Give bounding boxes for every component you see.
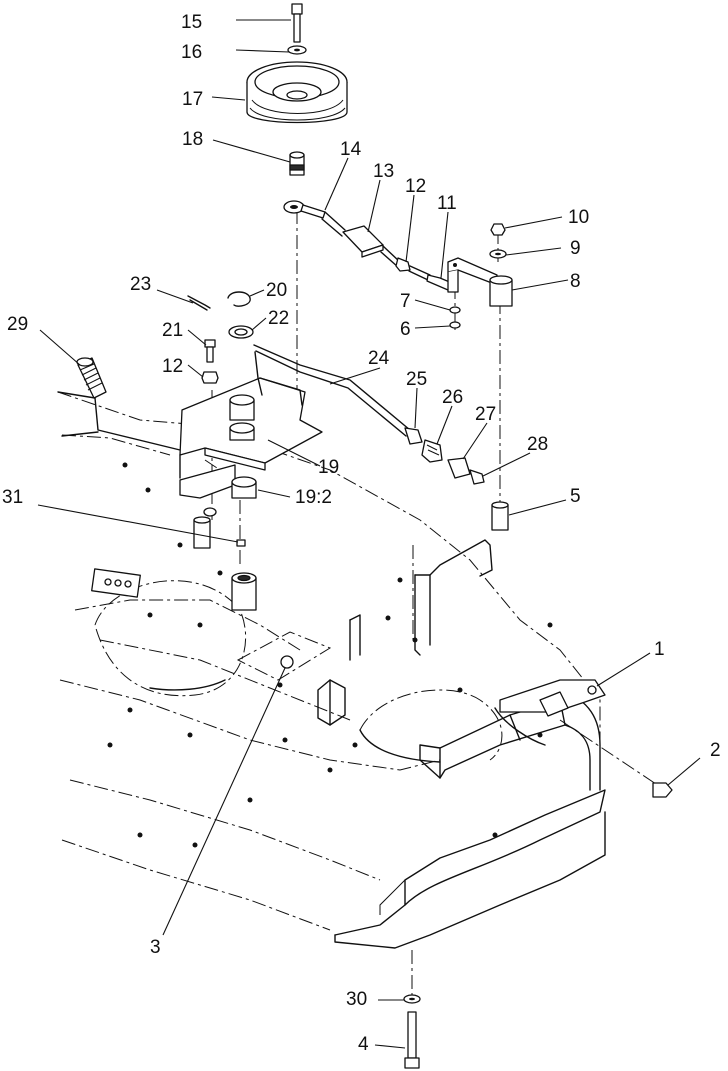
callout-12-upper: 12	[405, 176, 426, 197]
bottom-hardware	[280, 655, 421, 1069]
callout-28: 28	[527, 434, 548, 455]
callout-5: 5	[570, 486, 581, 507]
idler-arm	[447, 223, 513, 329]
callout-17: 17	[182, 89, 203, 110]
link-rod	[253, 344, 485, 485]
callout-6: 6	[400, 319, 411, 340]
callout-20: 20	[266, 280, 287, 301]
front-hardware	[491, 501, 673, 798]
callout-31: 31	[2, 487, 23, 508]
bracket-assembly	[57, 291, 323, 611]
callout-29: 29	[7, 314, 28, 335]
callout-8: 8	[570, 271, 581, 292]
callout-25: 25	[406, 369, 427, 390]
callout-10: 10	[568, 207, 589, 228]
leader-lines	[37, 19, 701, 1049]
callout-23: 23	[130, 274, 151, 295]
callout-15: 15	[181, 12, 202, 33]
callout-26: 26	[442, 387, 463, 408]
callout-7: 7	[400, 291, 411, 312]
callout-3: 3	[150, 937, 161, 958]
callout-21: 21	[162, 320, 183, 341]
callout-2: 2	[710, 740, 721, 761]
callout-19: 19	[318, 457, 339, 478]
callout-4: 4	[358, 1034, 369, 1055]
callout-18: 18	[182, 129, 203, 150]
idler-pulley-stack	[246, 3, 348, 176]
callout-22: 22	[268, 308, 289, 329]
adjustment-rod	[283, 200, 453, 291]
callout-11: 11	[437, 193, 457, 214]
callout-9: 9	[570, 238, 581, 259]
callout-12-lower: 12	[162, 356, 183, 377]
callout-labels: 15 16 17 18 14 13 12 11 10 9 8 7 6 23 20…	[2, 12, 721, 1055]
callout-16: 16	[181, 42, 202, 63]
callout-1: 1	[654, 639, 665, 660]
callout-24: 24	[368, 348, 390, 369]
callout-13: 13	[373, 161, 394, 182]
callout-30: 30	[346, 989, 367, 1010]
callout-19-2: 19:2	[295, 487, 332, 508]
callout-14: 14	[340, 139, 362, 160]
callout-27: 27	[475, 404, 496, 425]
